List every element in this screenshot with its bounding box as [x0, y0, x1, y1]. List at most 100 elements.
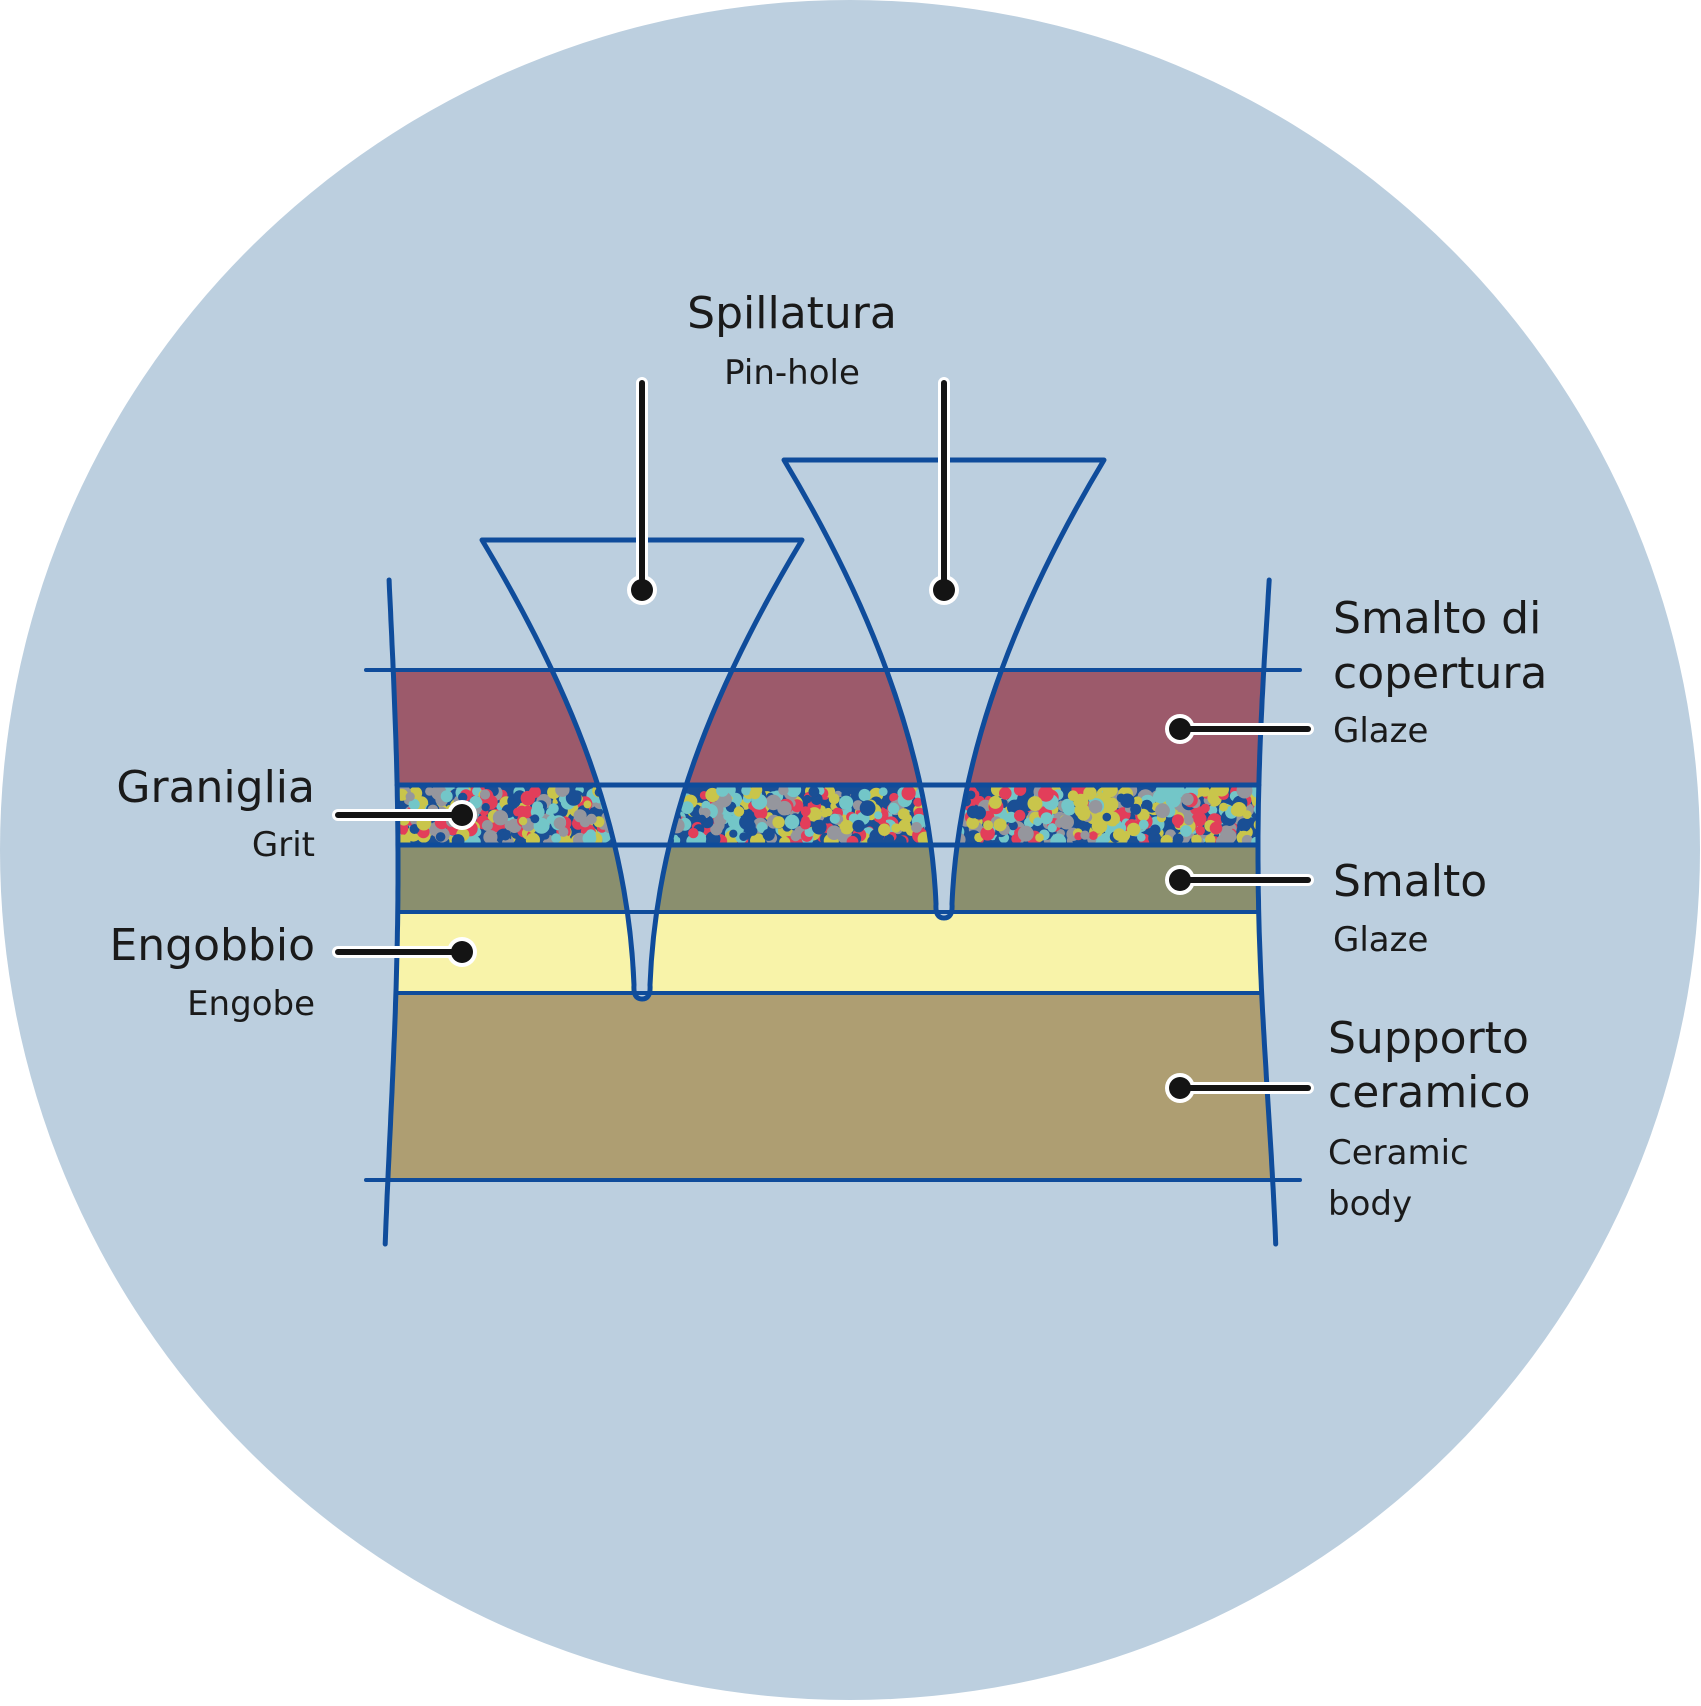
grit-particle — [1181, 793, 1194, 806]
grit-particle — [1027, 796, 1043, 812]
grit-particle — [878, 823, 891, 836]
title-sub: Pin-hole — [724, 353, 860, 393]
grit-particle — [1005, 811, 1017, 824]
leader-dot — [1169, 718, 1191, 740]
grit-particle — [522, 805, 534, 816]
grit-particle — [829, 813, 840, 824]
grit-particle — [440, 790, 453, 803]
grit-particle — [408, 798, 420, 811]
grit-particle — [756, 822, 768, 833]
grit-particle — [874, 811, 883, 820]
grit-particle — [483, 830, 498, 845]
grit-particle — [586, 813, 597, 825]
grit-particle — [1113, 828, 1126, 841]
grit-particle — [800, 806, 811, 817]
grit-particle — [803, 794, 812, 804]
grit-particle — [966, 790, 976, 800]
grit-particle — [518, 816, 528, 826]
grit-particle — [458, 792, 468, 802]
grit-particle — [765, 794, 782, 811]
grit-particle — [790, 831, 801, 842]
grit-leader — [332, 800, 477, 830]
grit-particle — [582, 831, 597, 845]
grit-particle — [1050, 833, 1067, 845]
grit-particle — [1138, 819, 1149, 830]
grit-particle — [966, 805, 980, 819]
grit-particle — [701, 800, 711, 811]
top-glaze-label-line1: Smalto di — [1333, 593, 1541, 644]
grit-particle — [749, 788, 761, 800]
grit-particle — [529, 786, 541, 798]
right-break-edge — [1255, 577, 1279, 1247]
grit-particle — [1014, 809, 1026, 822]
pinhole-right — [781, 457, 1107, 921]
body-leader — [1165, 1073, 1314, 1103]
grit-particle — [1148, 831, 1161, 845]
grit-particle — [565, 790, 582, 806]
grit-particle — [500, 830, 511, 841]
grit-particle — [883, 834, 895, 845]
grit-particle — [828, 793, 840, 805]
grit-particle — [966, 816, 980, 830]
grit-particle — [1130, 803, 1142, 815]
grit-particle — [1209, 821, 1223, 835]
body-sublabel-line2: body — [1328, 1184, 1412, 1224]
grit-particle — [784, 814, 800, 830]
engobe-layer — [395, 912, 1262, 993]
grit-particle — [807, 807, 822, 822]
grit-particle — [1073, 793, 1089, 809]
leader-dot — [451, 941, 473, 963]
grit-particle — [1191, 834, 1202, 845]
grit-particle — [897, 808, 910, 820]
grit-particle — [779, 836, 791, 845]
grit-particle — [887, 802, 900, 815]
top-glaze-label-line2: copertura — [1333, 648, 1547, 699]
grit-particle — [983, 820, 994, 831]
grit-particle — [733, 806, 745, 817]
grit-particle — [1126, 822, 1141, 837]
grit-particle — [898, 819, 911, 832]
grit-particle — [1231, 802, 1247, 817]
grit-particle — [1102, 812, 1112, 822]
grit-particle — [727, 814, 743, 830]
grit-particle — [839, 820, 854, 835]
grit-particle — [1195, 825, 1206, 836]
grit-particle — [705, 787, 720, 803]
grit-label: Graniglia — [116, 762, 315, 813]
grit-particle — [435, 832, 446, 842]
body-label-line2: ceramico — [1328, 1067, 1531, 1118]
grit-particle — [745, 820, 756, 831]
grit-particle — [739, 832, 748, 841]
grit-particle — [772, 816, 785, 829]
leader-dot — [631, 579, 653, 601]
grit-particle — [1171, 814, 1184, 827]
grit-particle — [1047, 823, 1057, 833]
grit-particle — [481, 803, 490, 812]
engobe-sublabel: Engobe — [187, 984, 315, 1024]
grit-particle — [723, 811, 732, 821]
grit-particle — [808, 786, 820, 798]
grit-particle — [697, 814, 707, 824]
grit-particle — [1237, 818, 1251, 832]
grit-particle — [504, 820, 515, 831]
grit-particle — [1205, 834, 1216, 845]
grit-particle — [993, 818, 1007, 832]
grit-particle — [1008, 820, 1018, 831]
top-glaze-layer — [393, 670, 1264, 785]
grit-particle — [1104, 797, 1119, 812]
pinhole-left — [479, 537, 805, 1002]
grit-particle — [1080, 830, 1090, 840]
glaze-sublabel: Glaze — [1333, 920, 1428, 960]
top-glaze-sublabel: Glaze — [1333, 711, 1428, 751]
leader-dot — [1169, 1077, 1191, 1099]
grit-particle — [1141, 799, 1153, 812]
grit-particle — [852, 819, 865, 833]
grit-particle — [820, 809, 830, 818]
grit-particle — [980, 826, 995, 841]
grit-particle — [1074, 832, 1083, 841]
grit-particle — [1088, 800, 1103, 814]
grit-particle — [826, 825, 842, 840]
engobe-label: Engobbio — [109, 920, 315, 971]
grit-particle — [1061, 798, 1075, 813]
